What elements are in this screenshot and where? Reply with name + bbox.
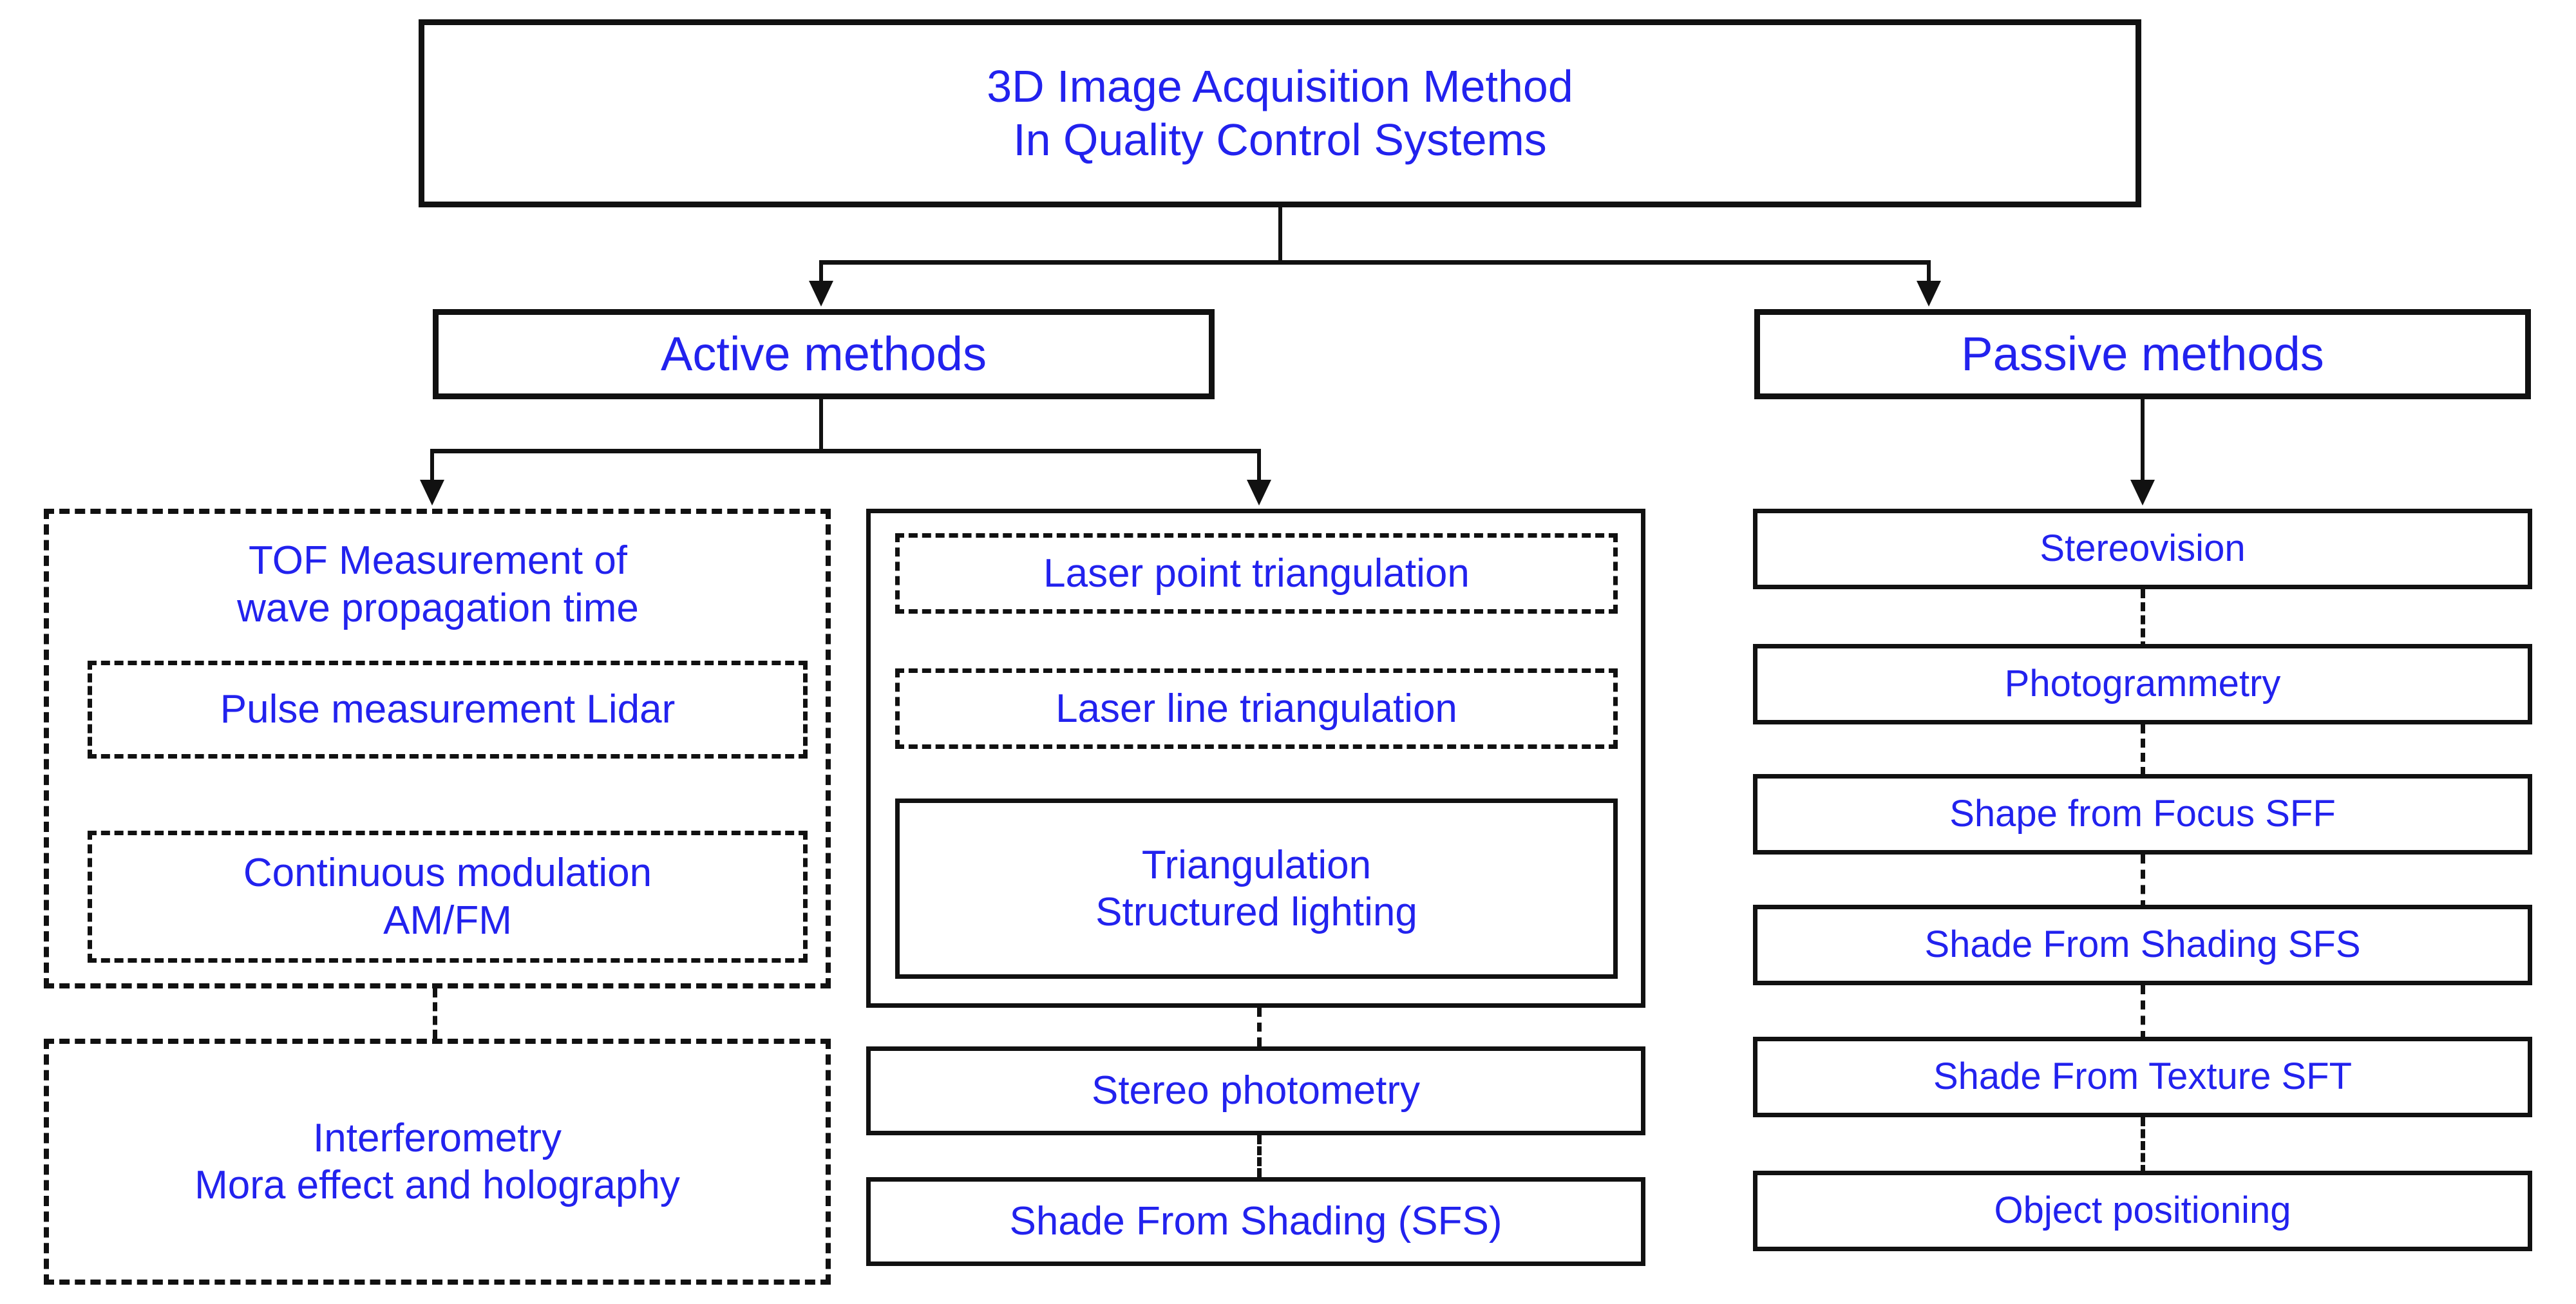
passive-item-label-1: Photogrammetry [2004,663,2281,705]
root-title-box: 3D Image Acquisition Method In Quality C… [419,19,2141,207]
arrowhead-passive [1917,281,1941,307]
interferometry-line-1: Interferometry [313,1115,562,1160]
passive-item-box-0: Stereovision [1753,509,2532,589]
root-title-line-2: In Quality Control Systems [1013,115,1547,165]
laser-line-triangulation-label: Laser line triangulation [1056,686,1457,731]
passive-methods-box: Passive methods [1754,309,2531,399]
laser-line-triangulation-box: Laser line triangulation [895,668,1618,749]
connector-stereo-photometry-to-sfs [1257,1135,1262,1177]
pulse-measurement-box: Pulse measurement Lidar [88,661,808,759]
arrowhead-tof [420,480,444,506]
connector-root-stem [1278,207,1282,262]
passive-item-label-2: Shape from Focus SFF [1949,793,2336,835]
laser-point-triangulation-box: Laser point triangulation [895,533,1618,614]
connector-passive-0-1 [2141,589,2145,650]
pulse-measurement-label: Pulse measurement Lidar [220,687,676,732]
passive-item-box-1: Photogrammetry [1753,644,2532,724]
connector-root-to-passive [1927,260,1931,286]
passive-item-label-5: Object positioning [1994,1189,2291,1232]
passive-methods-label: Passive methods [1961,327,2324,381]
connector-passive-2-3 [2141,855,2145,909]
triangulation-group-box [866,509,1645,1008]
structured-lighting-line-2: Structured lighting [1095,890,1417,934]
laser-point-triangulation-label: Laser point triangulation [1043,551,1470,596]
active-methods-label: Active methods [661,327,987,381]
structured-lighting-line-1: Triangulation [1141,842,1372,887]
tof-header-line-2: wave propagation time [237,585,639,630]
passive-item-label-3: Shade From Shading SFS [1924,923,2361,966]
passive-item-box-5: Object positioning [1753,1171,2532,1251]
interferometry-line-2: Mora effect and holography [194,1163,680,1207]
connector-active-to-tof [430,449,434,484]
passive-item-label-0: Stereovision [2040,527,2246,570]
connector-passive-4-5 [2141,1117,2145,1174]
active-methods-box: Active methods [433,309,1215,399]
connector-root-bus [819,260,1931,265]
tof-group-header: TOF Measurement of wave propagation time [64,528,811,641]
stereo-photometry-box: Stereo photometry [866,1046,1645,1135]
passive-item-box-2: Shape from Focus SFF [1753,774,2532,855]
connector-passive-3-4 [2141,985,2145,1040]
connector-triangulation-to-stereo-photometry [1257,1008,1262,1046]
arrowhead-active [809,281,833,307]
passive-item-label-4: Shade From Texture SFT [1933,1055,2353,1098]
connector-passive-1-2 [2141,724,2145,776]
shade-from-shading-sfs-box: Shade From Shading (SFS) [866,1177,1645,1266]
continuous-modulation-line-1: Continuous modulation [243,851,652,896]
root-title-line-1: 3D Image Acquisition Method [987,61,1573,112]
tof-group-box [44,509,831,988]
passive-item-box-4: Shade From Texture SFT [1753,1037,2532,1117]
arrowhead-stereovision [2130,480,2155,506]
connector-active-stem [819,399,823,452]
interferometry-box: Interferometry Mora effect and holograph… [44,1039,831,1285]
connector-passive-stem [2141,399,2145,483]
continuous-modulation-line-2: AM/FM [383,898,512,943]
tof-header-line-1: TOF Measurement of [248,538,628,583]
connector-active-to-triangulation [1257,449,1261,484]
passive-item-box-3: Shade From Shading SFS [1753,905,2532,985]
arrowhead-triangulation [1247,480,1271,506]
connector-tof-to-interferometry [433,988,437,1039]
shade-from-shading-sfs-label: Shade From Shading (SFS) [1009,1199,1502,1244]
stereo-photometry-label: Stereo photometry [1091,1068,1421,1113]
connector-active-bus [430,449,1261,453]
structured-lighting-box: Triangulation Structured lighting [895,798,1618,979]
continuous-modulation-box: Continuous modulation AM/FM [88,831,808,963]
connector-root-to-active [819,260,823,286]
